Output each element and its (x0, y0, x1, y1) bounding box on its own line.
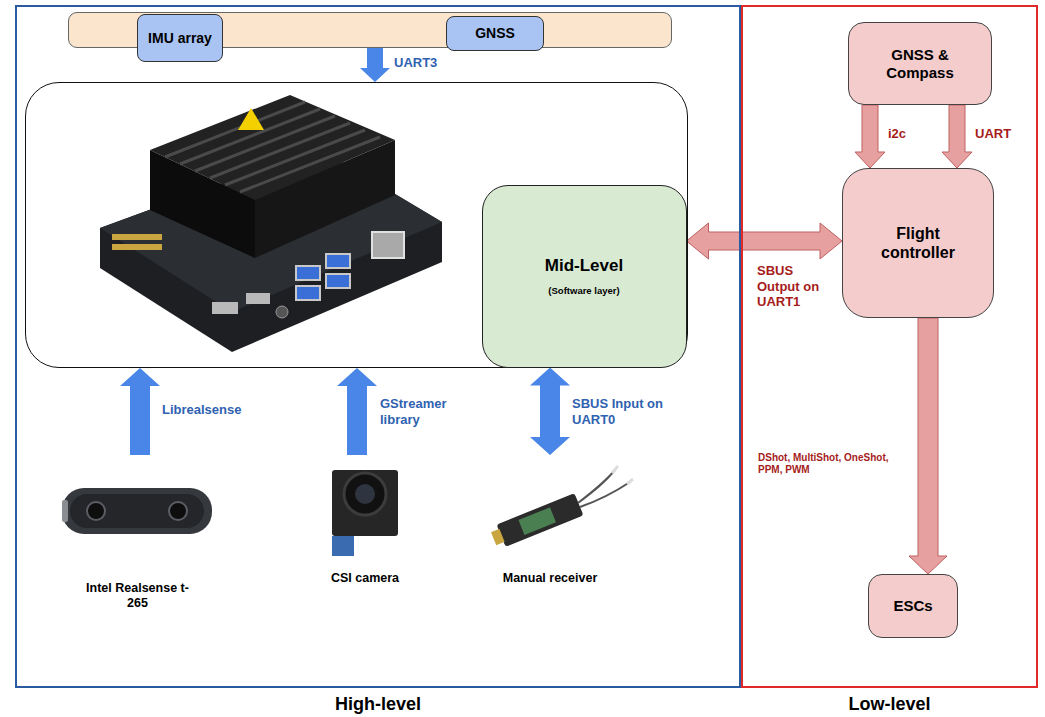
jetson-board-picture (372, 232, 404, 258)
block-arrow (687, 223, 843, 259)
receiver-picture (497, 493, 584, 547)
realsense-camera-picture (62, 488, 212, 534)
box-label: GNSS (475, 25, 515, 42)
box-label: GNSS & Compass (863, 46, 977, 82)
block-arrow (530, 368, 570, 456)
realsense-camera-picture (70, 494, 204, 528)
signal-label: SBUS Output on UART1 (757, 263, 831, 310)
receiver-picture (580, 482, 630, 507)
connector-label-box: UART (975, 126, 1030, 142)
connector-label-box: Librealsense (162, 402, 272, 418)
receiver-picture (489, 466, 633, 550)
realsense-camera-picture (62, 500, 68, 522)
signal-label: Librealsense (162, 402, 272, 418)
jetson-board-picture (212, 302, 238, 314)
signal-label: GStreamer library (380, 396, 470, 427)
block-arrow (942, 105, 972, 168)
csi-camera-picture (332, 470, 398, 556)
controller-box: Flight controller (842, 168, 994, 318)
sensor-band: IMU array GNSS (68, 12, 672, 48)
receiver-picture (491, 529, 505, 545)
jetson-board-picture (276, 306, 288, 318)
jetson-board-picture (112, 244, 162, 250)
jetson-board-picture (296, 266, 320, 280)
csi-camera-picture (332, 536, 354, 556)
block-arrow (909, 318, 947, 574)
region-heading: Low-level (848, 694, 930, 716)
jetson-board-picture (246, 293, 270, 304)
connector-label-box: SBUS Output on UART1 (757, 263, 831, 310)
block-arrow (360, 48, 390, 82)
region-heading: High-level (335, 694, 421, 716)
device-picture: Manual receiver (465, 455, 635, 590)
device-caption: CSI camera (331, 571, 399, 586)
box-label: Flight controller (865, 224, 971, 262)
signal-label: UART (975, 126, 1030, 142)
jetson-board-picture (238, 108, 264, 130)
receiver-picture (578, 470, 615, 503)
connector-label-box: GStreamer library (380, 396, 470, 427)
csi-camera-picture (355, 484, 375, 504)
csi-camera-picture (344, 473, 386, 515)
computer-board-box: Mid-Level (Software layer) (25, 82, 688, 368)
device-caption: Manual receiver (503, 571, 598, 586)
receiver-picture (627, 479, 633, 484)
device-picture: CSI camera (300, 455, 430, 590)
realsense-camera-picture (87, 502, 105, 520)
connector-label-box: UART3 (394, 55, 464, 71)
signal-label: DShot, MultiShot, OneShot, PPM, PWM (758, 452, 908, 476)
box-label: ESCs (893, 597, 932, 615)
box-label: IMU array (148, 30, 212, 47)
block-arrow (337, 368, 377, 455)
connector-label-box: i2c (888, 126, 928, 142)
jetson-board-picture (326, 274, 350, 288)
software-layer-box: Mid-Level (Software layer) (482, 185, 687, 368)
low-level-region: Low-levelGNSS & CompassFlight controller… (741, 5, 1038, 688)
block-arrow (120, 368, 160, 455)
jetson-board-picture (210, 123, 350, 178)
jetson-board-picture (296, 286, 320, 300)
csi-camera-picture (332, 470, 398, 536)
connector-label-box: SBUS Input on UART0 (572, 396, 667, 427)
jetson-board-picture (100, 95, 442, 352)
device-picture: Intel Realsense t-265 (45, 455, 230, 615)
sensor-box: IMU array (137, 14, 223, 62)
device-caption: Intel Realsense t-265 (80, 581, 195, 611)
sensor-box: GNSS & Compass (848, 22, 992, 105)
realsense-camera-picture (169, 502, 187, 520)
realsense-camera-picture (62, 488, 212, 534)
connector-label-box: DShot, MultiShot, OneShot, PPM, PWM (758, 452, 908, 476)
high-level-region: High-levelIMU arrayGNSSMid-Level(Softwar… (15, 5, 741, 688)
box-label: (Software layer) (548, 285, 619, 296)
signal-label: i2c (888, 126, 928, 142)
jetson-board-picture (240, 137, 380, 192)
signal-label: UART3 (394, 55, 464, 71)
block-arrow (855, 105, 885, 168)
sensor-box: GNSS (446, 16, 544, 51)
signal-label: SBUS Input on UART0 (572, 396, 667, 427)
receiver-picture (489, 493, 583, 550)
receiver-picture (518, 507, 556, 535)
receiver-picture (612, 466, 618, 473)
esc-box: ESCs (868, 574, 958, 638)
jetson-board-picture (225, 130, 365, 185)
jetson-board-picture (326, 254, 350, 268)
box-label: Mid-Level (545, 256, 623, 276)
jetson-board-picture (112, 234, 162, 240)
